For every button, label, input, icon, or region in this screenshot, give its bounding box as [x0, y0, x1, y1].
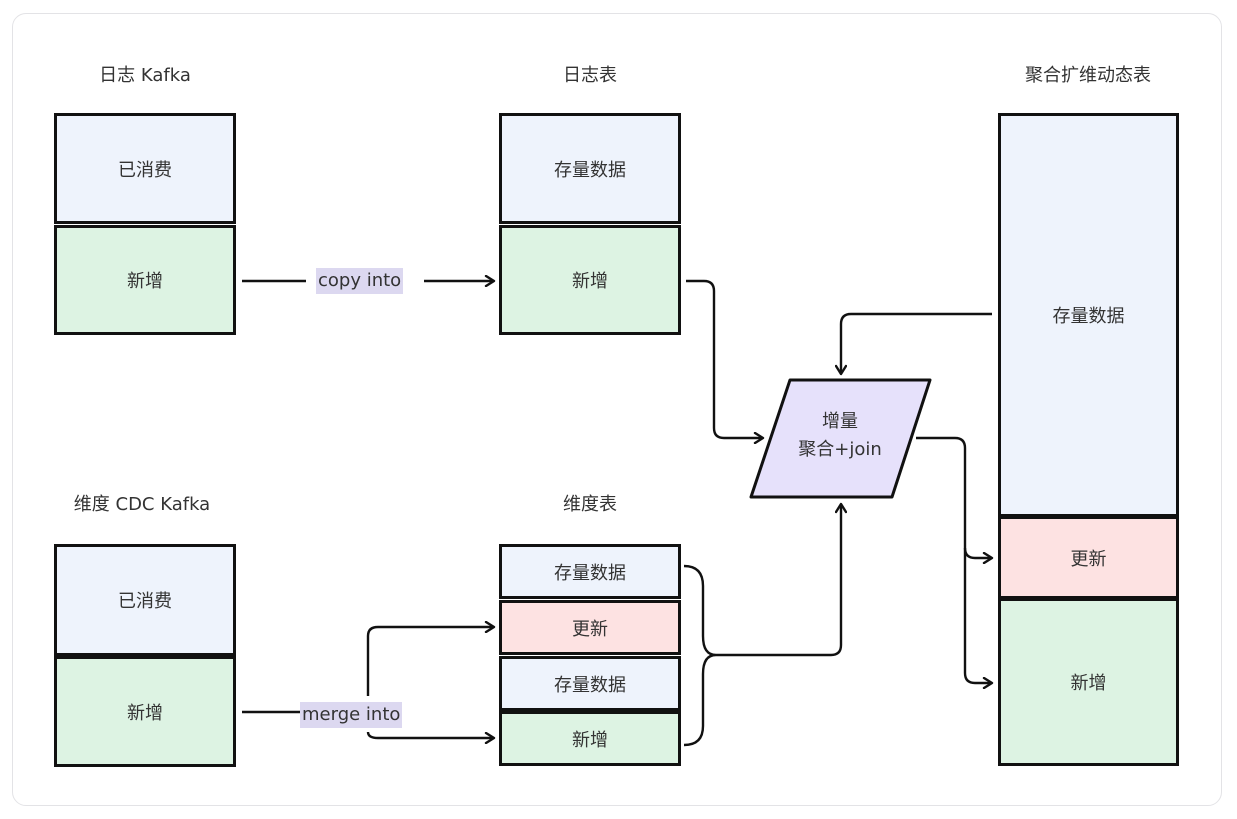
dim-kafka-title: 维度 CDC Kafka [73, 494, 211, 515]
agg-table-stock: 存量数据 [998, 113, 1179, 517]
edge-dim-table-to-process [716, 504, 841, 657]
process-line-1: 增量 [822, 411, 858, 432]
agg-table-new: 新增 [998, 598, 1179, 766]
process-line-2: 聚合+join [798, 439, 882, 460]
dim-table-update: 更新 [499, 600, 681, 655]
dim-table-new: 新增 [499, 711, 681, 766]
agg-table-title: 聚合扩维动态表 [1025, 65, 1151, 86]
dim-table-stock-1: 存量数据 [499, 544, 681, 599]
copy-into-label: copy into [316, 268, 404, 294]
log-table-title: 日志表 [563, 65, 617, 86]
dim-kafka-consumed: 已消费 [54, 544, 236, 656]
edge-process-to-agg-new [963, 548, 992, 683]
edge-agg-stock-to-process [841, 312, 992, 374]
edge-merge-into-to-new [366, 731, 494, 738]
dim-kafka-new: 新增 [54, 656, 236, 767]
dim-table-stock-2: 存量数据 [499, 656, 681, 711]
log-kafka-new: 新增 [54, 225, 236, 335]
log-kafka-title: 日志 Kafka [99, 65, 191, 86]
agg-table-update: 更新 [998, 516, 1179, 599]
log-table-stock: 存量数据 [499, 113, 681, 224]
process-node: 增量 聚合+join [760, 408, 920, 464]
edge-process-to-agg-update [916, 436, 992, 558]
dim-table-brace [683, 564, 717, 747]
edge-log-table-to-process [686, 279, 763, 438]
log-kafka-consumed: 已消费 [54, 113, 236, 224]
edge-merge-into-to-update [366, 627, 494, 696]
process-shape [749, 378, 932, 499]
log-table-new: 新增 [499, 225, 681, 335]
merge-into-label: merge into [300, 702, 403, 728]
dim-table-title: 维度表 [563, 494, 617, 515]
